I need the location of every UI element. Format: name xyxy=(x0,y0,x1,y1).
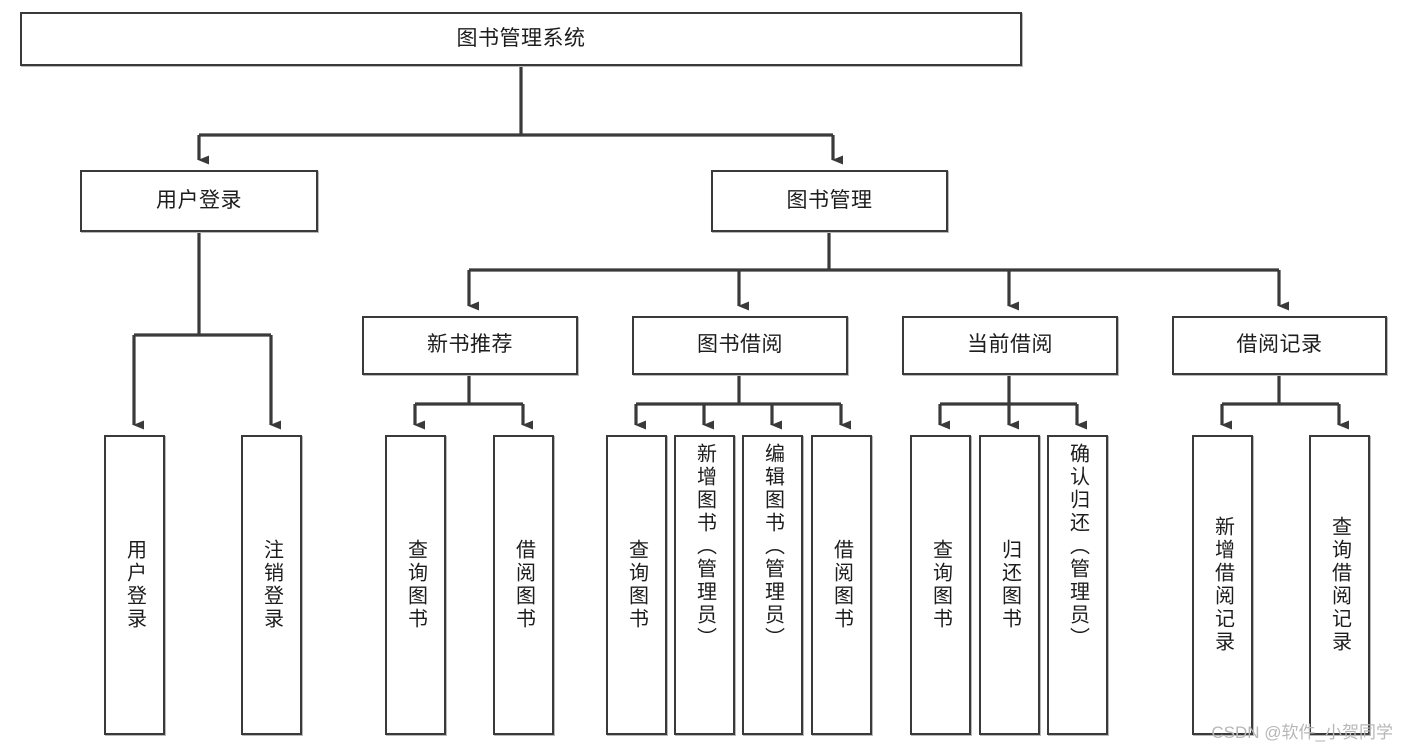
leaf-borrow-book-2[interactable]: 借阅图书 xyxy=(811,435,872,735)
leaf-add-record-label: 新增借阅记录 xyxy=(1211,516,1234,654)
leaf-user-login-label: 用户登录 xyxy=(123,539,146,631)
leaf-confirm-return-label: 确认归还（管理员） xyxy=(1066,443,1089,650)
leaf-return-book[interactable]: 归还图书 xyxy=(979,435,1040,735)
node-borrow-record[interactable]: 借阅记录 xyxy=(1172,316,1387,375)
leaf-query-book-2-label: 查询图书 xyxy=(625,539,648,631)
leaf-add-record[interactable]: 新增借阅记录 xyxy=(1192,435,1253,735)
node-current-borrow[interactable]: 当前借阅 xyxy=(902,316,1118,375)
node-root-label: 图书管理系统 xyxy=(456,26,586,50)
leaf-confirm-return[interactable]: 确认归还（管理员） xyxy=(1047,435,1108,735)
leaf-return-book-label: 归还图书 xyxy=(998,539,1021,631)
leaf-query-record-label: 查询借阅记录 xyxy=(1328,516,1351,654)
node-user-login-label: 用户登录 xyxy=(156,188,242,212)
leaf-query-record[interactable]: 查询借阅记录 xyxy=(1309,435,1370,735)
leaf-query-book-1-label: 查询图书 xyxy=(404,539,427,631)
leaf-query-book-3-label: 查询图书 xyxy=(929,539,952,631)
leaf-edit-book-label: 编辑图书（管理员） xyxy=(761,443,784,650)
leaf-logout-login[interactable]: 注销登录 xyxy=(241,435,302,735)
leaf-add-book-label: 新增图书（管理员） xyxy=(693,443,716,650)
leaf-query-book-1[interactable]: 查询图书 xyxy=(385,435,446,735)
leaf-logout-login-label: 注销登录 xyxy=(260,539,283,631)
node-new-book-recommend[interactable]: 新书推荐 xyxy=(362,316,578,375)
node-user-login[interactable]: 用户登录 xyxy=(80,170,318,232)
leaf-query-book-2[interactable]: 查询图书 xyxy=(606,435,667,735)
node-book-borrow[interactable]: 图书借阅 xyxy=(632,316,848,375)
leaf-borrow-book-1[interactable]: 借阅图书 xyxy=(493,435,554,735)
leaf-borrow-book-1-label: 借阅图书 xyxy=(512,539,535,631)
node-root[interactable]: 图书管理系统 xyxy=(20,12,1022,66)
leaf-user-login[interactable]: 用户登录 xyxy=(104,435,165,735)
node-book-borrow-label: 图书借阅 xyxy=(697,333,783,357)
node-borrow-record-label: 借阅记录 xyxy=(1236,333,1323,357)
node-book-manage[interactable]: 图书管理 xyxy=(711,170,948,232)
leaf-edit-book[interactable]: 编辑图书（管理员） xyxy=(742,435,803,735)
node-new-book-recommend-label: 新书推荐 xyxy=(427,333,513,357)
node-book-manage-label: 图书管理 xyxy=(786,188,873,212)
leaf-add-book[interactable]: 新增图书（管理员） xyxy=(674,435,735,735)
leaf-borrow-book-2-label: 借阅图书 xyxy=(830,539,853,631)
node-current-borrow-label: 当前借阅 xyxy=(967,333,1053,357)
leaf-query-book-3[interactable]: 查询图书 xyxy=(910,435,971,735)
watermark: CSDN @软件_小贺同学 xyxy=(1211,723,1393,742)
